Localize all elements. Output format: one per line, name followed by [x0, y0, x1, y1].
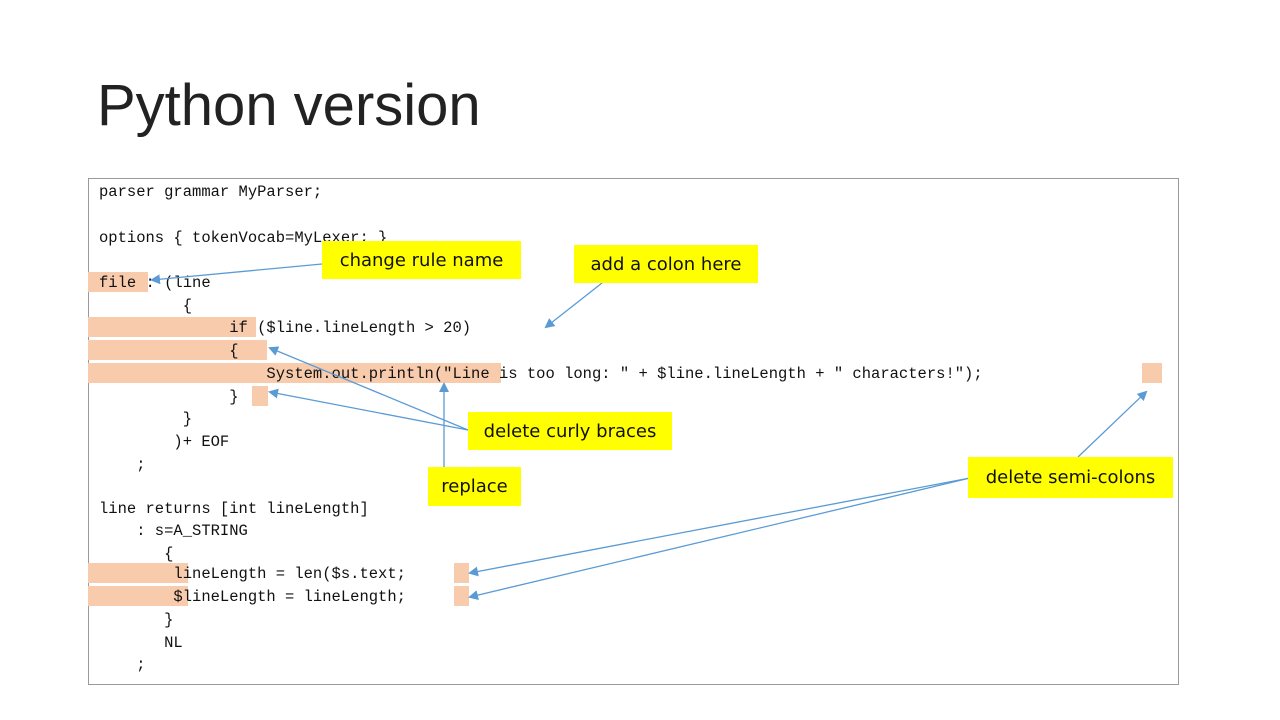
note-add-colon: add a colon here	[574, 245, 758, 283]
highlight-return-semicolon	[454, 586, 469, 606]
highlight-file	[88, 272, 148, 292]
note-delete-curly-braces: delete curly braces	[468, 412, 672, 450]
note-delete-semicolons: delete semi-colons	[968, 457, 1173, 498]
highlight-open-brace	[88, 340, 267, 360]
code-line: }	[99, 410, 193, 428]
code-line: if ($line.lineLength > 20)	[99, 319, 472, 337]
code-line: {	[99, 297, 193, 315]
note-replace: replace	[428, 467, 521, 506]
code-line: parser grammar MyParser;	[99, 183, 323, 201]
slide-title: Python version	[97, 73, 481, 138]
code-line: NL	[99, 634, 183, 652]
highlight-linelength-indent	[88, 563, 188, 583]
highlight-close-brace	[252, 386, 268, 406]
code-line: }	[99, 611, 174, 629]
code-line: line returns [int lineLength]	[99, 500, 369, 518]
code-line: System.out.println("Line is too long: " …	[99, 365, 983, 383]
highlight-return-indent	[88, 586, 188, 606]
code-line: lineLength = len($s.text;	[99, 565, 406, 583]
highlight-println-semicolon	[1142, 363, 1162, 383]
code-line: $lineLength = lineLength;	[99, 588, 406, 606]
code-line: : s=A_STRING	[99, 522, 248, 540]
code-line: {	[99, 545, 174, 563]
code-line: ;	[99, 456, 146, 474]
code-line: file : (line	[99, 274, 211, 292]
code-line: )+ EOF	[99, 433, 230, 451]
highlight-linelength-semicolon	[454, 563, 469, 583]
code-line: ;	[99, 656, 146, 674]
note-change-rule-name: change rule name	[322, 241, 521, 279]
code-line: {	[99, 342, 239, 360]
code-line: }	[99, 388, 239, 406]
highlight-if-indent	[88, 317, 256, 337]
